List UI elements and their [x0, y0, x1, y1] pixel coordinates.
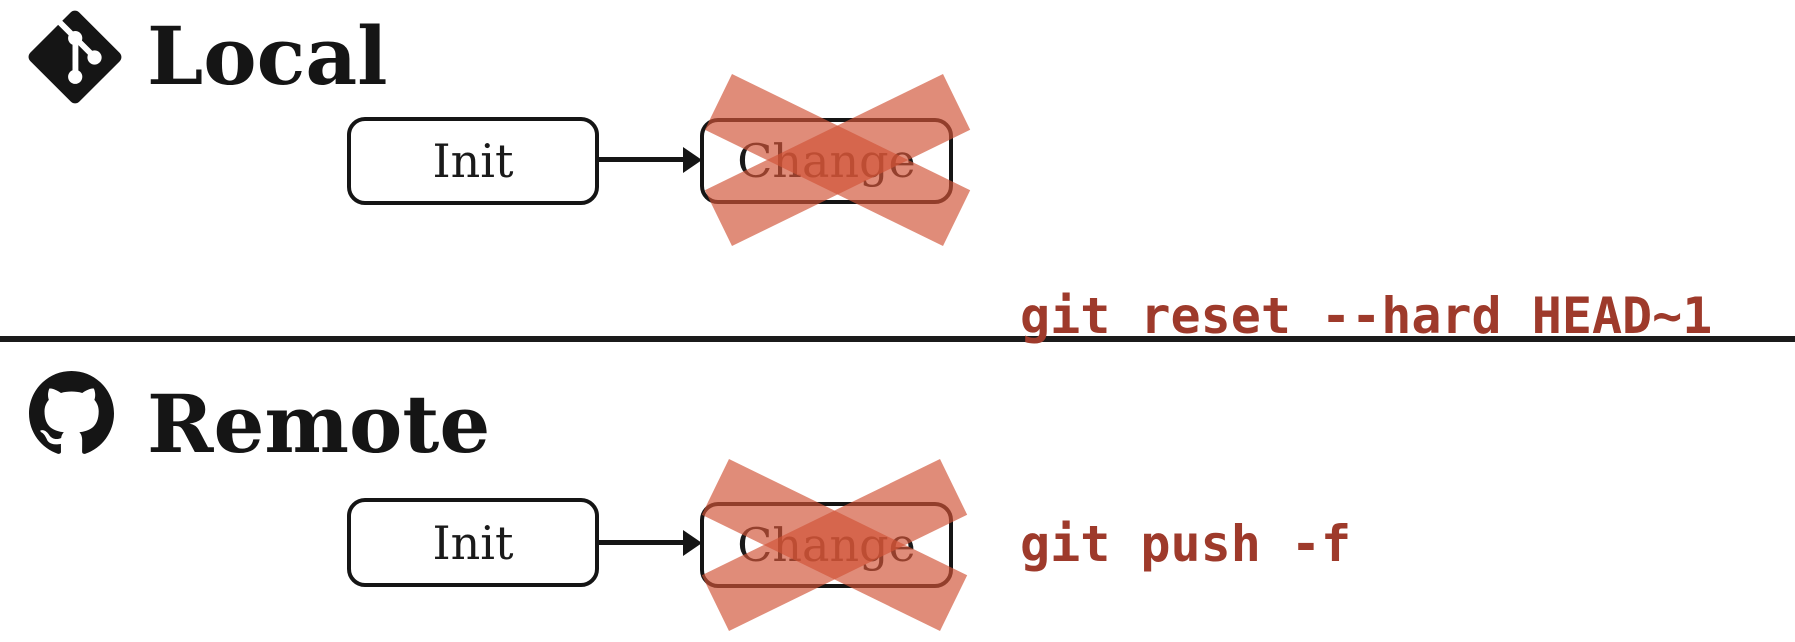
remote-init-node: Init [347, 498, 599, 587]
local-init-node: Init [347, 117, 599, 205]
section-divider [0, 336, 1795, 342]
remote-arrow-head [683, 530, 702, 556]
git-command-line-2: git push -f [1020, 515, 1352, 573]
remote-init-label: Init [432, 515, 514, 570]
github-icon [29, 371, 114, 460]
git-command-line-1: git reset --hard HEAD~1 [1020, 287, 1713, 345]
remote-arrow-line [599, 540, 685, 545]
git-commands: git reset --hard HEAD~1 git push -f [1020, 126, 1712, 642]
local-section-title: Local [147, 9, 388, 103]
git-icon [26, 8, 124, 110]
remote-section-title: Remote [147, 377, 491, 471]
local-init-label: Init [432, 134, 514, 188]
local-arrow-head [683, 147, 702, 173]
local-arrow-line [599, 157, 685, 162]
